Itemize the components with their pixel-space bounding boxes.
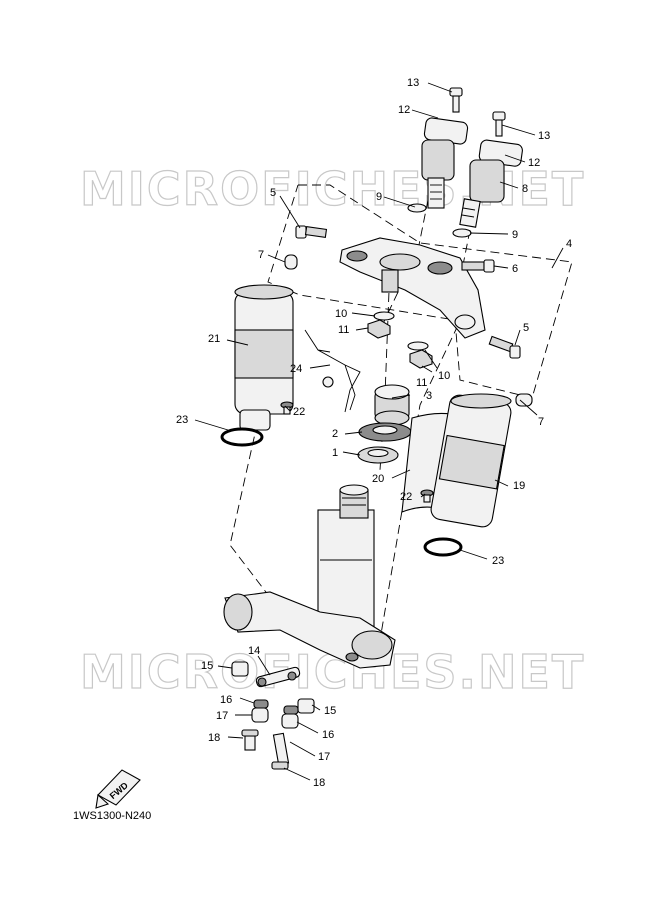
callout-9-right: 9: [512, 229, 518, 241]
callout-22-left: 22: [293, 406, 305, 418]
callout-7-right: 7: [538, 416, 544, 428]
callout-5-left: 5: [270, 187, 276, 199]
seal-2: [358, 422, 412, 442]
callout-16-right: 16: [322, 729, 334, 741]
callout-4: 4: [566, 238, 572, 250]
callout-19: 19: [513, 480, 525, 492]
callout-12-right: 12: [528, 157, 540, 169]
callout-2: 2: [332, 428, 338, 440]
callout-18-right: 18: [313, 777, 325, 789]
diagram-code: 1WS1300-N240: [73, 810, 152, 822]
nut-11-left: [367, 319, 391, 339]
o-ring-23-right: [423, 537, 463, 557]
bolt-6: [461, 259, 495, 273]
lower-bracket: [223, 591, 396, 669]
callout-14: 14: [248, 645, 260, 657]
grommet-16-left: [251, 699, 269, 723]
fwd-arrow-icon: FWD: [95, 769, 141, 809]
grommet-16-right: [281, 705, 299, 729]
callout-10-right: 10: [438, 370, 450, 382]
callout-15-left: 15: [201, 660, 213, 672]
callout-11-left: 11: [338, 324, 349, 336]
callout-20: 20: [372, 473, 384, 485]
watermark-top: MICROFICHES.NET: [80, 162, 585, 216]
bolt-13-left: [449, 87, 463, 113]
cap-7-right: [515, 393, 533, 407]
washer-10-left: [373, 311, 395, 321]
callout-24: 24: [290, 363, 302, 375]
bearing-1: [357, 446, 399, 464]
callout-3: 3: [426, 390, 432, 402]
fork-right-leader-line: [379, 299, 471, 641]
bolt-18-left: [241, 729, 259, 751]
callout-13-top: 13: [407, 77, 419, 89]
handlebar-holder-left: [421, 117, 469, 209]
spacer-15-right: [297, 698, 315, 714]
bolt-13-right: [492, 111, 506, 137]
upper-bracket: [339, 237, 486, 339]
fork-tube-left: [234, 284, 294, 431]
screw-24: [322, 376, 334, 388]
o-ring-23-left: [220, 427, 264, 447]
cap-7-left: [284, 254, 298, 270]
washer-9-right: [452, 228, 472, 238]
cover-3: [374, 384, 410, 426]
callout-18-left: 18: [208, 732, 220, 744]
callout-23-left: 23: [176, 414, 188, 426]
callout-8: 8: [522, 183, 528, 195]
callout-5-right: 5: [523, 322, 529, 334]
fork-left-leader-line: [229, 299, 286, 601]
callout-16-left: 16: [220, 694, 232, 706]
callout-leaders: [194, 82, 564, 781]
callout-1: 1: [332, 447, 338, 459]
callout-22-right: 22: [400, 491, 412, 503]
callout-15-right: 15: [324, 705, 336, 717]
callout-23-right: 23: [492, 555, 504, 567]
callout-9-left: 9: [376, 191, 382, 203]
fork-tube-right: [430, 393, 512, 528]
handlebar-holder-right: [459, 139, 523, 228]
callout-6: 6: [512, 263, 518, 275]
callout-13-right: 13: [538, 130, 550, 142]
cable-bracket-24: [304, 329, 361, 413]
callout-10-left: 10: [335, 308, 347, 320]
nut-11-right: [409, 349, 433, 369]
callout-17-left: 17: [216, 710, 228, 722]
callout-labels: 13 12 13 12 8 9 9 4 5 7 6 5 7 10 11 11 1…: [176, 77, 572, 789]
bolt-5-left: [295, 225, 328, 239]
callout-21: 21: [208, 333, 220, 345]
callout-12-top: 12: [398, 104, 410, 116]
callout-17-right: 17: [318, 751, 330, 763]
bolt-18-right: [271, 732, 290, 770]
callout-7-left: 7: [258, 249, 264, 261]
callout-11-right: 11: [416, 377, 427, 389]
bracket-14: [255, 666, 301, 688]
spacer-15-left: [231, 661, 249, 677]
bolt-5-right: [488, 335, 521, 359]
washer-10-right: [407, 341, 429, 351]
